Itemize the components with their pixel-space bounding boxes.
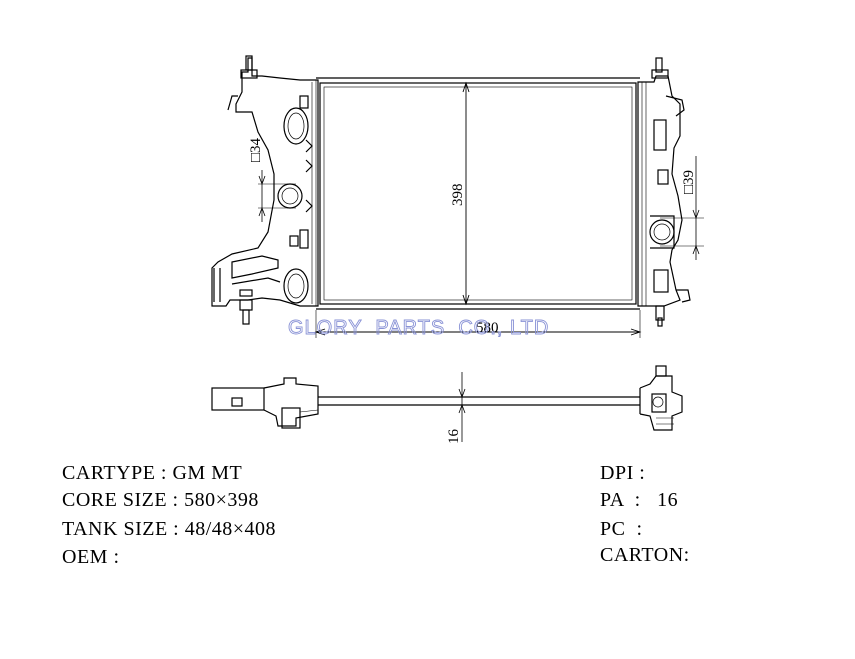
radiator-core	[319, 82, 637, 305]
spec-pc: PC :	[600, 518, 643, 540]
radiator-front-view	[211, 55, 704, 338]
dim-outlet-size: □39	[681, 170, 697, 194]
inlet-port	[277, 183, 303, 209]
outlet-port	[649, 219, 675, 245]
spec-dpi: DPI :	[600, 462, 646, 484]
left-tank	[211, 55, 319, 325]
spec-core-size: CORE SIZE : 580×398	[62, 489, 259, 511]
dim-core-height: 398	[450, 184, 466, 207]
dim-core-thickness: 16	[446, 429, 462, 445]
radiator-side-view	[211, 365, 683, 442]
spec-tank-size: TANK SIZE : 48/48×408	[62, 518, 277, 540]
right-tank	[637, 57, 691, 327]
watermark: GLORY PARTS CO., LTD	[288, 317, 549, 339]
spec-carton: CARTON:	[600, 544, 690, 566]
spec-oem: OEM :	[62, 546, 120, 568]
dim-core-width: 580	[476, 320, 499, 336]
spec-cartype: CARTYPE : GM MT	[62, 462, 243, 484]
dim-inlet-size: □34	[248, 137, 264, 162]
spec-pa: PA : 16	[600, 489, 679, 511]
